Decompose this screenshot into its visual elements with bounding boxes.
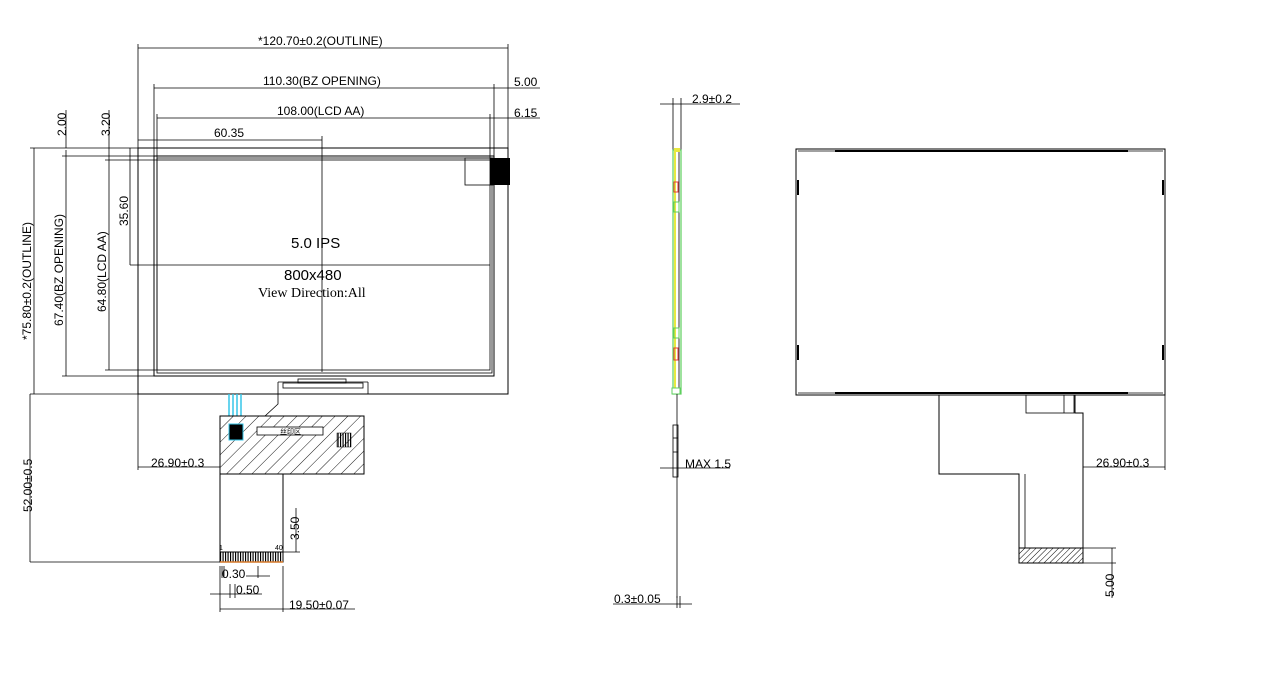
- outline-height-dim: *75.80±0.2(OUTLINE): [20, 222, 34, 340]
- side-view: 2.9±0.2 MAX 1.5 0.3±0.05: [613, 92, 740, 608]
- fpc-pins: [219, 551, 284, 563]
- fpc-thickness-dim: 0.3±0.05: [614, 592, 661, 606]
- pin-width-dim: 0.30: [222, 567, 246, 581]
- fpc-offset-dim: 26.90±0.3: [151, 456, 205, 470]
- lcd-aa-height-dim: 64.80(LCD AA): [95, 231, 109, 312]
- back-fpc: [938, 395, 1084, 549]
- right-offset-1-dim: 5.00: [514, 75, 538, 89]
- stiffener-height-dim: 5.00: [1103, 573, 1117, 597]
- fpc: 丝印区 1 40: [219, 378, 369, 563]
- thickness-dim: 2.9±0.2: [692, 92, 732, 106]
- front-view: 5.0 IPS 800x480 View Direction:All *120.…: [20, 34, 540, 612]
- pin-pitch-dim: 0.50: [236, 583, 260, 597]
- fpc-silkscreen-label: 丝印区: [280, 427, 301, 436]
- pin-last-label: 40: [275, 545, 283, 552]
- top-offset-1-dim: 2.00: [55, 112, 69, 136]
- top-offset-2-dim: 3.20: [99, 112, 113, 136]
- right-offset-2-dim: 6.15: [514, 106, 538, 120]
- fpc-tail-height-dim: 3.50: [288, 516, 302, 540]
- active-area-border: [156, 157, 493, 374]
- back-view: 26.90±0.3 5.00: [795, 148, 1166, 598]
- back-fpc-offset-dim: 26.90±0.3: [1096, 456, 1150, 470]
- corner-component-solid: [490, 158, 510, 185]
- fpc-width-dim: 19.50±0.07: [289, 598, 349, 612]
- center-x-dim: 60.35: [214, 126, 244, 140]
- back-outline: [795, 148, 1166, 396]
- lcd-aa-width-dim: 108.00(LCD AA): [277, 104, 364, 118]
- fpc-total-length-dim: 52.00±0.5: [21, 458, 35, 512]
- bz-opening-width-dim: 110.30(BZ OPENING): [263, 74, 381, 88]
- back-stiffener: [1018, 547, 1084, 564]
- screen-size-label: 5.0 IPS: [291, 235, 340, 252]
- fpc-silkscreen-area: [256, 426, 324, 436]
- module-outline: [137, 147, 509, 395]
- center-y-dim: 35.60: [117, 196, 131, 226]
- fpc-max-dim: MAX 1.5: [685, 457, 731, 471]
- pin-first-label: 1: [219, 545, 223, 552]
- outline-width-dim: *120.70±0.2(OUTLINE): [258, 34, 383, 48]
- view-direction-label: View Direction:All: [258, 286, 366, 301]
- bz-opening-height-dim: 67.40(BZ OPENING): [52, 214, 66, 326]
- bezel-opening: [153, 155, 495, 377]
- corner-component: [464, 157, 494, 186]
- resolution-label: 800x480: [284, 267, 342, 284]
